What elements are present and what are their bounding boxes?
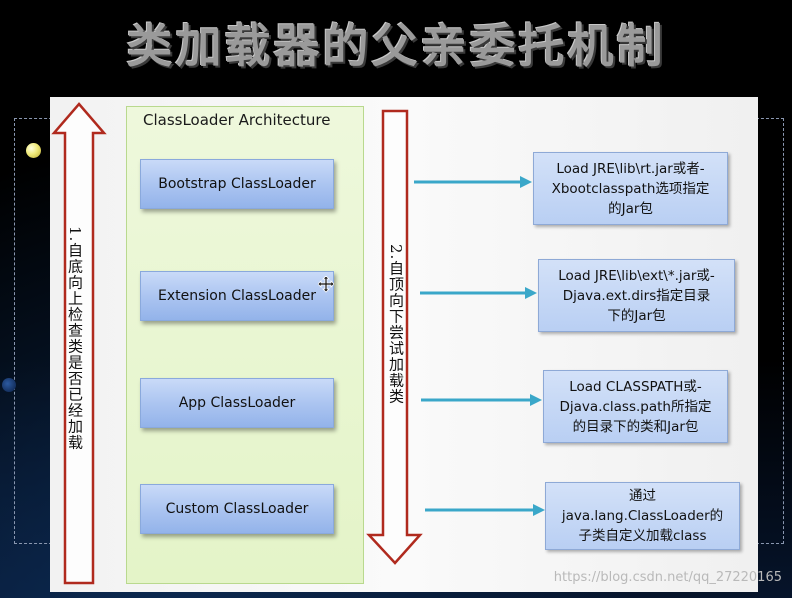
description-line: Djava.ext.dirs指定目录 [562, 287, 711, 304]
loader-label: App ClassLoader [178, 395, 296, 411]
down-arrow-label: 2.自顶向下尝试加载类 [387, 244, 405, 405]
description-line: 的Jar包 [608, 200, 653, 217]
decorative-orb-icon [2, 378, 16, 392]
bullet-icon [26, 143, 41, 158]
description-line: 下的Jar包 [607, 307, 666, 324]
connector-arrow-icon [421, 394, 542, 406]
connector-arrow-icon [425, 504, 545, 516]
down-arrow-icon [366, 109, 423, 565]
slide-title: 类加载器的父亲委托机制 [126, 19, 666, 73]
up-arrow-icon [51, 102, 107, 585]
custom-loader-box: Custom ClassLoader [140, 484, 334, 534]
description-line: 通过 [629, 488, 656, 504]
description-line: Xbootclasspath选项指定 [551, 180, 710, 197]
loader-label: Bootstrap ClassLoader [158, 176, 316, 192]
architecture-title: ClassLoader Architecture [143, 111, 331, 129]
loader-label: Custom ClassLoader [165, 501, 309, 517]
extension-description: Load JRE\lib\ext\*.jar或- Djava.ext.dirs指… [538, 259, 735, 332]
description-line: Load JRE\lib\ext\*.jar或- [558, 267, 715, 284]
description-line: java.lang.ClassLoader的 [561, 508, 724, 524]
loader-label: Extension ClassLoader [158, 288, 316, 304]
connector-arrow-icon [420, 287, 537, 299]
description-line: Load JRE\lib\rt.jar或者- [556, 160, 705, 177]
watermark-text: https://blog.csdn.net/qq_27220165 [553, 570, 782, 585]
app-loader-box: App ClassLoader [140, 378, 334, 428]
extension-loader-box: Extension ClassLoader [140, 271, 334, 321]
bootstrap-loader-box: Bootstrap ClassLoader [140, 159, 334, 209]
description-line: Load CLASSPATH或- [569, 378, 702, 395]
bootstrap-description: Load JRE\lib\rt.jar或者- Xbootclasspath选项指… [533, 152, 728, 225]
description-line: 的目录下的类和Jar包 [572, 418, 699, 435]
up-arrow-label: 1.自底向上检查类是否已经加载 [66, 226, 84, 451]
move-cursor-icon [318, 276, 334, 293]
app-description: Load CLASSPATH或- Djava.class.path所指定 的目录… [543, 370, 728, 443]
custom-description: 通过 java.lang.ClassLoader的 子类自定义加载class [545, 482, 740, 550]
description-line: Djava.class.path所指定 [559, 398, 712, 415]
connector-arrow-icon [414, 176, 532, 188]
description-line: 子类自定义加载class [578, 528, 707, 544]
